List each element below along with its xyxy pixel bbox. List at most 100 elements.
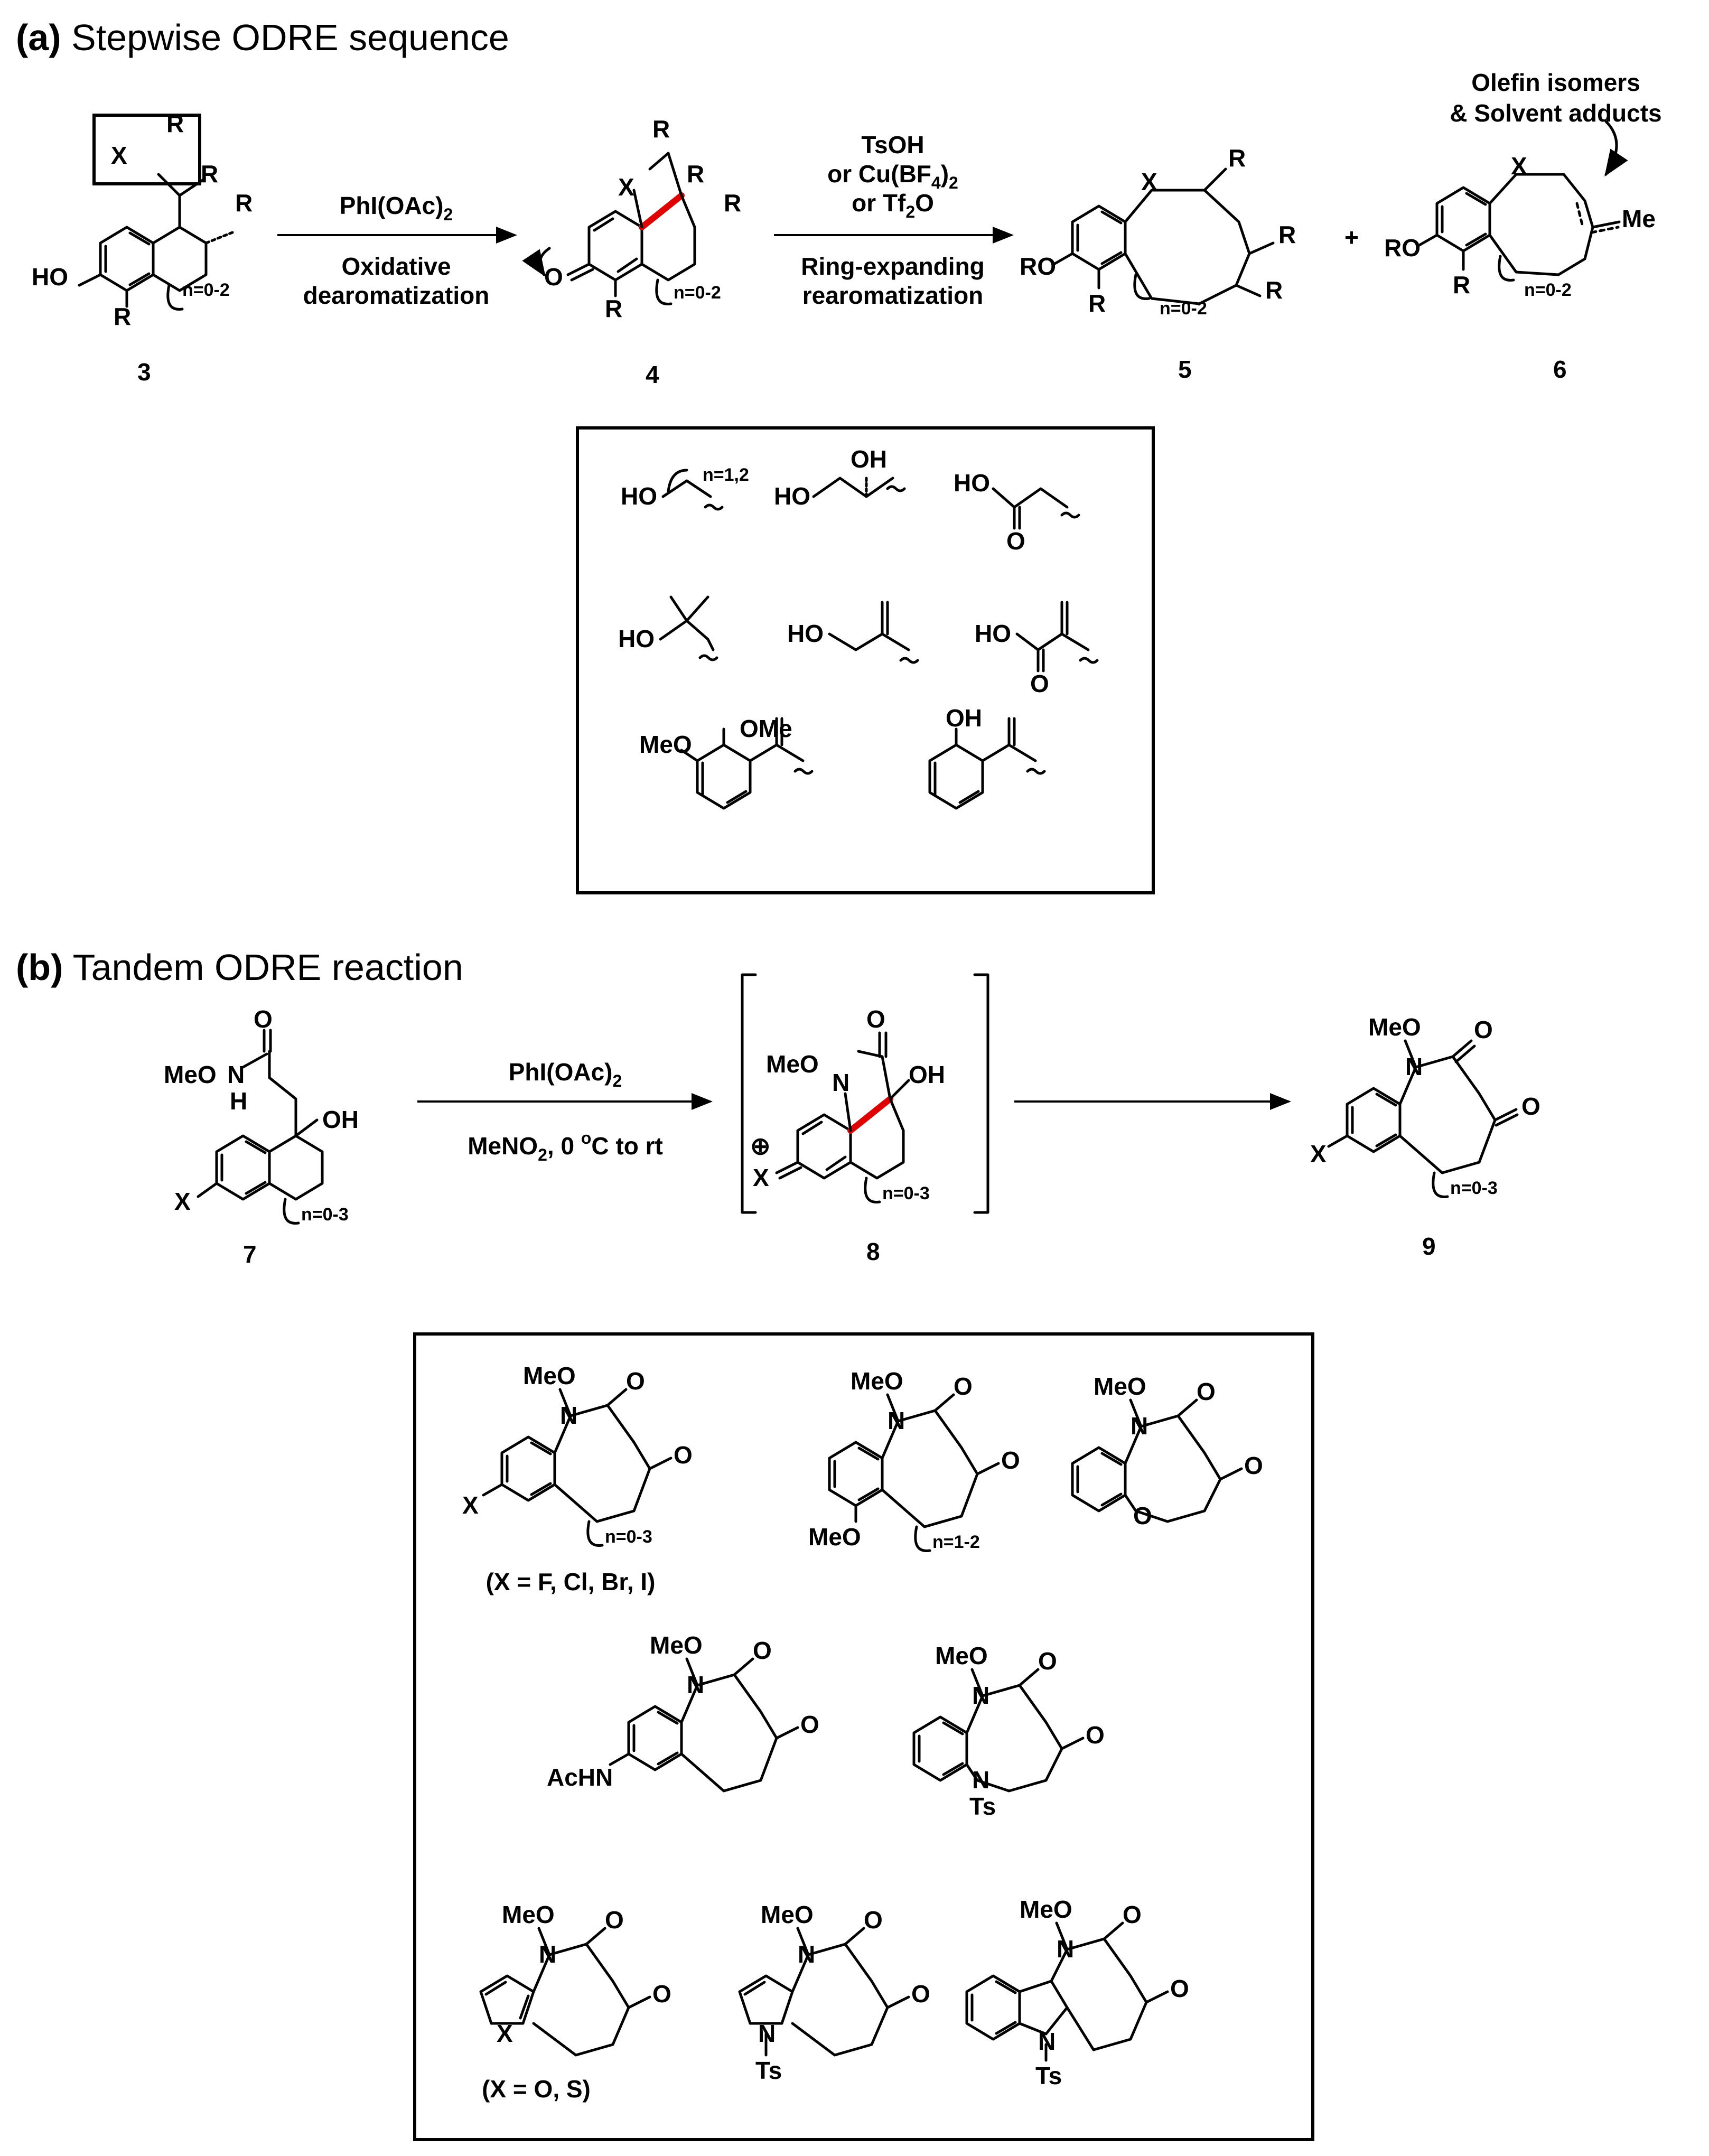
- compound-label-4: 4: [646, 361, 659, 388]
- atom-n: N: [1131, 1412, 1148, 1440]
- atom-meo: MeO: [851, 1367, 903, 1395]
- atom-ho: HO: [774, 482, 810, 510]
- atom-oh: OH: [851, 445, 887, 473]
- atom-o: O: [1123, 1901, 1142, 1928]
- atom-o: O: [626, 1367, 645, 1395]
- atom-o: O: [1133, 1502, 1152, 1529]
- compound-4-structure: X R R R O R n=0-2: [522, 115, 741, 322]
- ring-size-label: n=0-2: [674, 283, 721, 303]
- atom-o: O: [1001, 1446, 1020, 1474]
- atom-r: R: [1265, 276, 1283, 304]
- bracket-left: [741, 973, 757, 1214]
- atom-n: N: [758, 2020, 776, 2047]
- scope-pyrrole-ts: MeO N O O N Ts: [738, 1901, 930, 2084]
- scope-methoxy-benzazonine: MeO N O O MeO n=1-2: [808, 1367, 1020, 1552]
- atom-x: X: [497, 2020, 513, 2047]
- atom-ts: Ts: [1035, 2062, 1062, 2089]
- compound-5-structure: X R R R RO R n=0-2: [1020, 144, 1296, 319]
- atom-meo: MeO: [639, 731, 692, 758]
- atom-meo: MeO: [766, 1050, 819, 1078]
- atom-o: O: [1038, 1647, 1057, 1675]
- step2-label-line1: Ring-expanding: [801, 253, 985, 280]
- tether-acrylic-acid: HO O: [975, 601, 1099, 697]
- compound-3-structure: X R R R HO R n=0-2: [32, 110, 253, 330]
- ring-size-label: n=1-2: [932, 1532, 980, 1552]
- step1-reagent: PhI(OAc)2: [340, 192, 453, 224]
- chain-length-label: n=1,2: [703, 465, 749, 485]
- product-9-structure: MeO N O O X n=0-3: [1310, 1013, 1540, 1198]
- atom-r: R: [201, 160, 218, 188]
- tether-diol: HO OH: [774, 445, 906, 510]
- atom-r: R: [724, 189, 741, 217]
- atom-n: N: [227, 1061, 245, 1088]
- step2-reagent1: TsOH: [861, 131, 924, 158]
- atom-r: R: [1278, 221, 1296, 248]
- atom-o: O: [1244, 1452, 1263, 1479]
- tandem-conditions: MeNO2, 0 oC to rt: [468, 1128, 663, 1164]
- atom-meo: MeO: [1020, 1896, 1072, 1923]
- atom-o: O: [866, 1005, 885, 1033]
- tether-acid: HO O: [954, 469, 1080, 555]
- atom-ho: HO: [621, 482, 657, 510]
- compound-6-structure: X Me RO R n=0-2: [1384, 120, 1656, 300]
- tether-hydroxystyrene: OH: [928, 704, 1046, 810]
- atom-ho: HO: [32, 263, 68, 291]
- compound-label-5: 5: [1178, 356, 1192, 383]
- scope-indole-ts: MeO N O O N Ts: [965, 1896, 1189, 2089]
- compound-label-8: 8: [866, 1238, 880, 1265]
- plus-sign: +: [1344, 223, 1359, 251]
- atom-x: X: [111, 142, 127, 169]
- compound-7-structure: O MeO N H OH X n=0-3: [164, 1005, 359, 1225]
- atom-o: O: [954, 1373, 973, 1400]
- tether-tertiary-alcohol: HO: [618, 595, 718, 661]
- scope-benzodiazonine-ts: MeO N O O N Ts: [912, 1642, 1105, 1820]
- atom-oh: OH: [946, 704, 982, 732]
- atom-o: O: [911, 1980, 930, 2008]
- atom-o: O: [1086, 1721, 1105, 1749]
- atom-n: N: [1405, 1053, 1423, 1080]
- tether-dimethoxystyrene: OMe MeO: [639, 715, 814, 810]
- atom-meo: MeO: [1094, 1373, 1146, 1400]
- atom-meo: MeO: [761, 1901, 814, 1928]
- ring-size-label: n=0-3: [882, 1183, 930, 1203]
- scope-furan-thiophene: MeO N O O X (X = O, S): [479, 1901, 671, 2103]
- scope-benzoxazonine: MeO N O O O: [1071, 1373, 1263, 1529]
- scope-acetamido-benzazonine: MeO N O O AcHN: [547, 1631, 819, 1793]
- atom-meo: MeO: [808, 1523, 861, 1551]
- atom-o: O: [1170, 1975, 1189, 2002]
- atom-o: O: [1006, 527, 1025, 555]
- atom-meo: MeO: [502, 1901, 555, 1928]
- panel-b-heading: (b) Tandem ODRE reaction: [16, 947, 463, 988]
- atom-meo: MeO: [650, 1631, 703, 1659]
- atom-r: R: [605, 295, 622, 322]
- substituent-scope-box-a: [576, 426, 1155, 894]
- atom-meo: MeO: [935, 1642, 988, 1669]
- atom-o: O: [1474, 1016, 1493, 1043]
- scope-halo-benzazonine: MeO N O O X n=0-3 (X = F, Cl, Br, I): [462, 1362, 693, 1595]
- atom-o: O: [753, 1637, 772, 1664]
- atom-o: O: [254, 1005, 273, 1033]
- bracket-right: [973, 973, 989, 1214]
- atom-o: O: [544, 263, 563, 291]
- step1-label-line2: dearomatization: [303, 282, 490, 309]
- intermediate-8-structure: O MeO N OH X ⊕ n=0-3: [750, 1005, 945, 1203]
- atom-oh: OH: [909, 1061, 945, 1088]
- atom-r: R: [114, 303, 131, 330]
- atom-o: O: [605, 1906, 624, 1934]
- ring-size-label: n=0-3: [605, 1527, 652, 1547]
- tether-allylic-alcohol: HO: [787, 601, 919, 664]
- step2-label-line2: rearomatization: [802, 282, 984, 309]
- step1-label-line1: Oxidative: [341, 253, 451, 280]
- atom-n: N: [687, 1671, 704, 1698]
- atom-h: H: [230, 1087, 247, 1115]
- atom-n: N: [972, 1766, 989, 1794]
- step2-reagent3: or Tf2O: [852, 189, 934, 221]
- halogen-caption: (X = F, Cl, Br, I): [486, 1568, 656, 1595]
- ring-size-label: n=0-2: [182, 280, 230, 300]
- side-product-note-line2: & Solvent adducts: [1450, 99, 1661, 127]
- compound-label-3: 3: [137, 358, 151, 386]
- atom-r: R: [1453, 271, 1470, 298]
- tandem-reagent: PhI(OAc)2: [509, 1058, 622, 1090]
- atom-r: R: [652, 115, 670, 143]
